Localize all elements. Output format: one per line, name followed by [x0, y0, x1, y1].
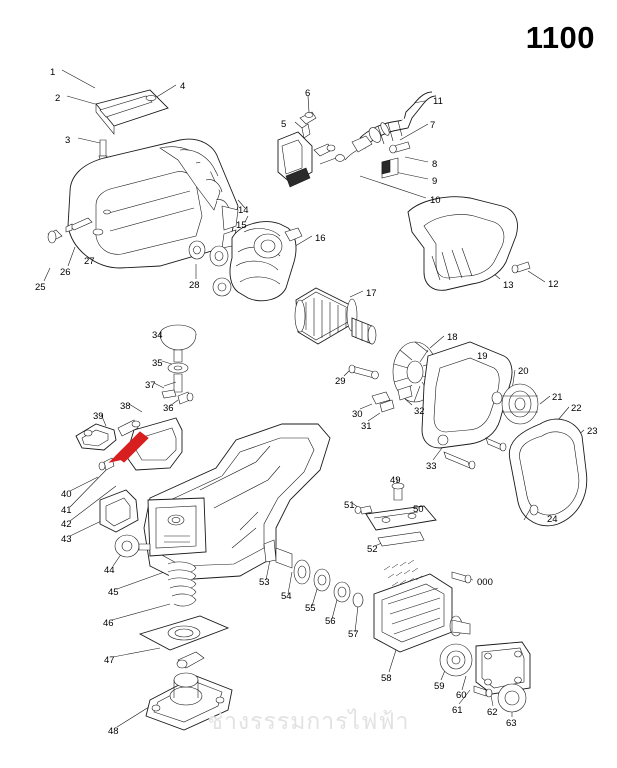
- callout-10: 10: [430, 195, 441, 206]
- callout-37: 37: [145, 380, 156, 391]
- callout-43: 43: [61, 534, 72, 545]
- callout-61: 61: [452, 705, 463, 716]
- callout-35: 35: [152, 358, 163, 369]
- callout-34: 34: [152, 330, 163, 341]
- watermark-text: ช่างรรรมการไฟฟ้า: [207, 709, 410, 735]
- callout-52: 52: [367, 544, 378, 555]
- callout-1: 1: [50, 67, 56, 78]
- callout-38: 38: [120, 401, 131, 412]
- callout-17: 17: [366, 288, 377, 299]
- callout-18: 18: [447, 332, 458, 343]
- callout-24: 24: [547, 514, 558, 525]
- callout-48: 48: [108, 726, 119, 737]
- callout-4: 4: [180, 81, 186, 92]
- callout-36: 36: [163, 403, 174, 414]
- callout-19: 19: [477, 351, 488, 362]
- callout-57: 57: [348, 629, 359, 640]
- callout-7: 7: [430, 120, 436, 131]
- callout-22: 22: [571, 403, 582, 414]
- callout-54: 54: [281, 591, 292, 602]
- callout-33: 33: [426, 461, 437, 472]
- callout-44: 44: [104, 565, 115, 576]
- callout-31: 31: [361, 421, 372, 432]
- callout-56: 56: [325, 616, 336, 627]
- callout-59: 59: [434, 681, 445, 692]
- callout-63: 63: [506, 718, 517, 729]
- callout-39: 39: [93, 411, 104, 422]
- callout-8: 8: [432, 159, 438, 170]
- callout-46: 46: [103, 618, 114, 629]
- callout-29: 29: [335, 376, 346, 387]
- callout-53: 53: [259, 577, 270, 588]
- callout-55: 55: [305, 603, 316, 614]
- callout-50: 50: [413, 504, 424, 515]
- callout-58: 58: [381, 673, 392, 684]
- callout-2: 2: [55, 93, 61, 104]
- callout-14: 14: [238, 205, 249, 216]
- callout-45: 45: [108, 587, 119, 598]
- callout-32: 32: [414, 406, 425, 417]
- callout-51: 51: [344, 500, 355, 511]
- callout-21: 21: [552, 392, 563, 403]
- callout-47: 47: [104, 655, 115, 666]
- callout-40: 40: [61, 489, 72, 500]
- callout-27: 27: [84, 256, 95, 267]
- callout-62: 62: [487, 707, 498, 718]
- callout-15: 15: [236, 220, 247, 231]
- callout-42: 42: [61, 519, 72, 530]
- callout-25: 25: [35, 282, 46, 293]
- callout-12: 12: [548, 279, 559, 290]
- callout-28: 28: [189, 280, 200, 291]
- callout-41: 41: [61, 505, 72, 516]
- callout-30: 30: [352, 409, 363, 420]
- callout-60: 60: [456, 690, 467, 701]
- callout-23: 23: [587, 426, 598, 437]
- callout-13: 13: [503, 280, 514, 291]
- callout-6: 6: [305, 88, 311, 99]
- callout-000: 000: [477, 577, 493, 588]
- callout-9: 9: [432, 176, 438, 187]
- callout-49: 49: [390, 475, 401, 486]
- callout-16: 16: [315, 233, 326, 244]
- callout-11: 11: [433, 96, 443, 107]
- callout-5: 5: [281, 119, 287, 130]
- callout-20: 20: [518, 366, 529, 377]
- callout-3: 3: [65, 135, 71, 146]
- model-number: 1100: [525, 20, 595, 55]
- highlight-arrow: [108, 431, 149, 463]
- callout-26: 26: [60, 267, 71, 278]
